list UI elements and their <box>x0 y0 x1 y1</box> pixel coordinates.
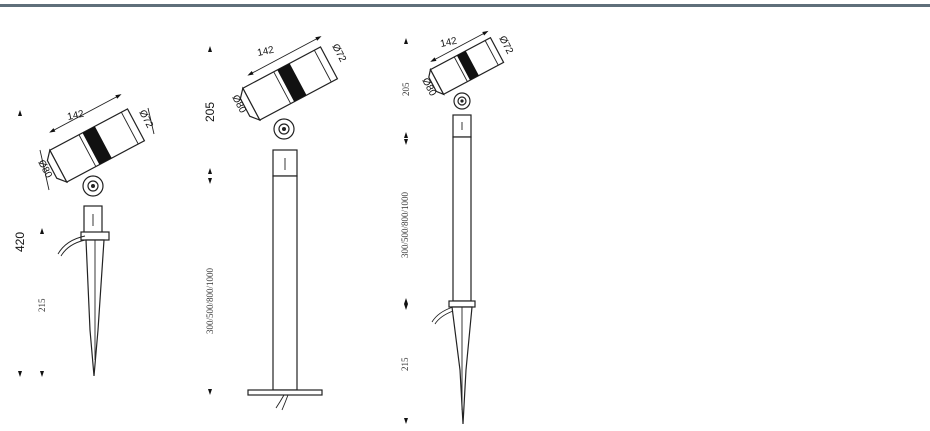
pole <box>452 136 472 302</box>
fig2-head-height: 205 <box>203 102 217 122</box>
fig1-body-length: 142 <box>66 109 85 123</box>
fig2-body-length: 142 <box>256 45 275 59</box>
figure-extended-pole-with-spike <box>404 30 505 425</box>
fig3-head-height: 205 <box>401 82 411 96</box>
fig1-total-height: 420 <box>13 232 27 252</box>
header-rule <box>0 4 930 7</box>
fig2-head-diameter: Ø72 <box>329 42 348 64</box>
fig1-spike-length: 215 <box>37 298 47 312</box>
fig3-body-length: 142 <box>439 36 458 50</box>
lamp-head <box>428 36 505 96</box>
fig3-pole-lengths: 300/500/800/1000 <box>400 191 410 258</box>
fig2-pole-lengths: 300/500/800/1000 <box>205 267 215 334</box>
fig3-spike-length: 215 <box>400 357 410 371</box>
lamp-head <box>46 108 146 184</box>
lamp-head <box>239 46 339 122</box>
base-plate <box>247 389 323 396</box>
figure-extended-pole <box>208 36 339 411</box>
pole <box>272 175 298 391</box>
figure-short-spike <box>18 94 155 377</box>
